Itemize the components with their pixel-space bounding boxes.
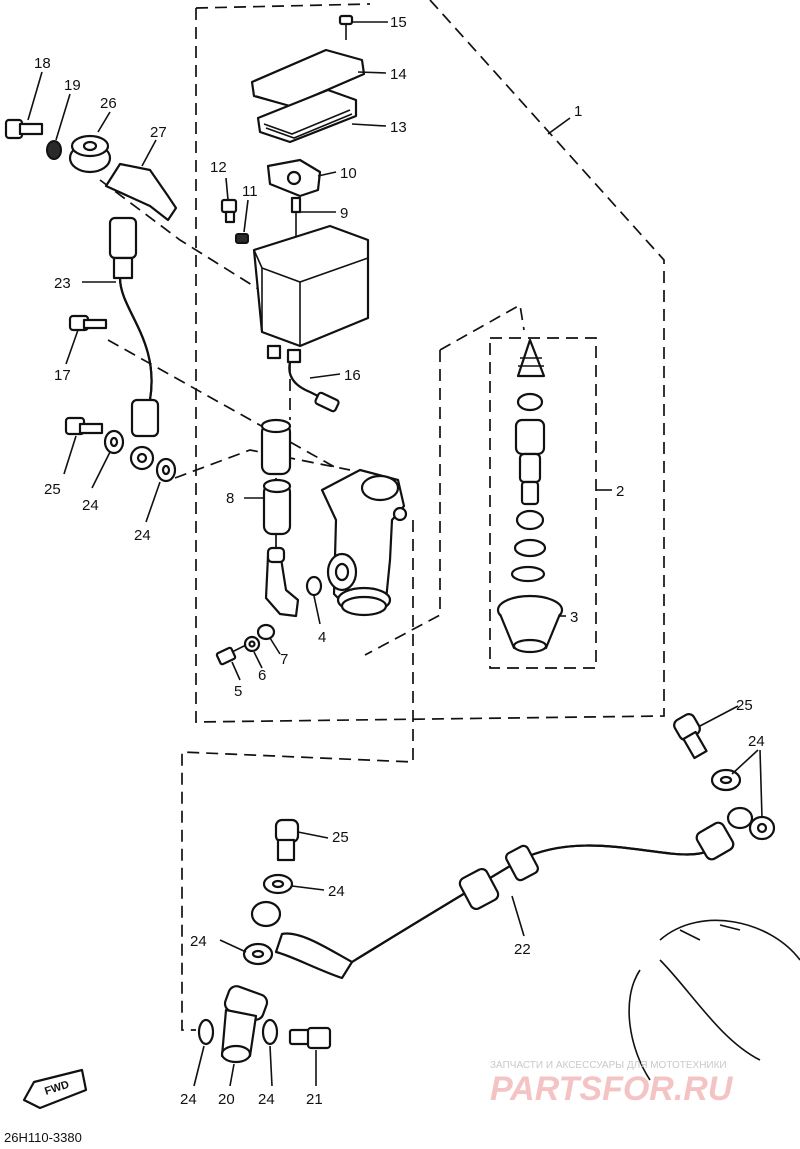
elbow-washer <box>243 635 261 653</box>
label-5: 5 <box>234 683 242 700</box>
label-9: 9 <box>340 205 348 222</box>
watermark-brand: PARTSFOR.RU <box>490 1070 734 1108</box>
diaphragm-plate <box>266 158 322 198</box>
label-27: 27 <box>150 124 167 141</box>
assembly-2-boundary <box>489 337 597 669</box>
label-18: 18 <box>34 55 51 72</box>
label-16: 16 <box>344 367 361 384</box>
clamp-washer <box>46 140 62 160</box>
label-25-upper: 25 <box>44 481 61 498</box>
label-10: 10 <box>340 165 357 182</box>
grommet <box>68 134 112 174</box>
hose-elbow <box>264 546 300 618</box>
union-washer-a <box>197 1018 215 1046</box>
assembly-1-boundary <box>195 0 665 723</box>
piston-kit <box>510 338 547 583</box>
upper-washer-a <box>103 429 125 455</box>
reservoir-diaphragm <box>256 88 358 144</box>
label-23: 23 <box>54 275 71 292</box>
drawing-code: 26H110-3380 <box>4 1130 82 1145</box>
label-21: 21 <box>306 1091 323 1108</box>
engine-case-outline <box>628 919 800 1081</box>
label-22: 22 <box>514 941 531 958</box>
label-24-right: 24 <box>748 733 765 750</box>
label-7: 7 <box>280 651 288 668</box>
cap-screw <box>338 14 354 40</box>
reservoir-bolt <box>220 198 238 224</box>
label-24-upper-b: 24 <box>134 527 151 544</box>
label-26: 26 <box>100 95 117 112</box>
reservoir-nut <box>235 233 249 244</box>
label-24-bottom-a: 24 <box>180 1091 197 1108</box>
label-12: 12 <box>210 159 227 176</box>
label-24-lower-b: 24 <box>190 933 207 950</box>
label-20: 20 <box>218 1091 235 1108</box>
label-15: 15 <box>390 14 407 31</box>
lower-washer-a <box>262 873 294 895</box>
upper-union-bolt <box>68 314 108 332</box>
lower-washer-c <box>710 768 742 792</box>
upper-banjo-bolt <box>64 416 104 436</box>
label-6: 6 <box>258 667 266 684</box>
elbow-o-ring <box>305 575 323 597</box>
label-25-lower: 25 <box>332 829 349 846</box>
master-cylinder-body <box>320 468 408 617</box>
label-3: 3 <box>570 609 578 626</box>
label-8: 8 <box>226 490 234 507</box>
lower-washer-d <box>748 815 776 841</box>
hose-joint-lower <box>262 478 292 536</box>
label-13: 13 <box>390 119 407 136</box>
lower-brake-hose <box>250 806 754 980</box>
label-24-bottom-b: 24 <box>258 1091 275 1108</box>
reservoir-hose-clamp <box>288 361 340 413</box>
watermark-tagline: ЗАПЧАСТИ И АКСЕССУАРЫ ДЛЯ МОТОТЕХНИКИ <box>490 1060 727 1071</box>
fwd-arrow-icon: FWD <box>22 1068 88 1110</box>
label-24-lower-a: 24 <box>328 883 345 900</box>
hose-union <box>220 985 269 1064</box>
dust-boot <box>496 594 564 654</box>
label-14: 14 <box>390 66 407 83</box>
lower-washer-b <box>242 942 274 966</box>
label-25-right: 25 <box>736 697 753 714</box>
label-17: 17 <box>54 367 71 384</box>
label-2: 2 <box>616 483 624 500</box>
elbow-screw <box>215 643 249 666</box>
label-19: 19 <box>64 77 81 94</box>
upper-washer-b <box>155 457 177 483</box>
watermark: ЗАПЧАСТИ И АКСЕССУАРЫ ДЛЯ МОТОТЕХНИКИ PA… <box>490 1060 734 1108</box>
lower-banjo-bolt-a <box>274 818 300 862</box>
label-4: 4 <box>318 629 326 646</box>
upper-brake-hose <box>108 216 160 471</box>
hose-clamp-bracket <box>104 162 178 222</box>
lower-banjo-bolt-b <box>673 713 708 760</box>
part-labels: 15 14 13 1 10 9 12 11 16 2 3 8 4 7 6 5 1… <box>34 14 765 1108</box>
hose-joint-upper <box>260 418 292 476</box>
label-1: 1 <box>574 103 582 120</box>
union-washer-b <box>261 1018 279 1046</box>
clamp-bolt <box>4 118 44 140</box>
label-leaders <box>27 21 763 1087</box>
union-bolt <box>288 1026 332 1050</box>
label-24-upper-a: 24 <box>82 497 99 514</box>
elbow-collar <box>256 623 276 641</box>
label-11: 11 <box>242 183 258 200</box>
reservoir-tank <box>252 224 370 364</box>
